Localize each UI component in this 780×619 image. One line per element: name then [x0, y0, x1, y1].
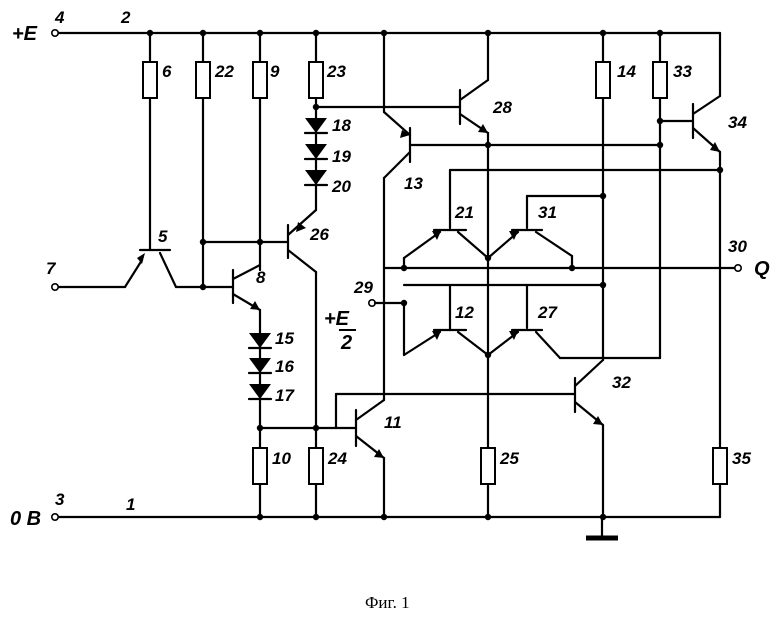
transistor-12 [404, 285, 488, 355]
ground-label: 0 B [10, 508, 41, 530]
ref-16: 16 [275, 357, 294, 376]
ref-23: 23 [326, 62, 346, 81]
ref-24: 24 [327, 449, 347, 468]
ref-20: 20 [331, 177, 351, 196]
transistor-21 [404, 230, 488, 268]
ref-12: 12 [455, 303, 474, 322]
ref-26: 26 [309, 225, 329, 244]
ref-30: 30 [728, 237, 747, 256]
ref-22: 22 [214, 62, 234, 81]
ref-31: 31 [538, 203, 557, 222]
resistor-10 [253, 428, 267, 517]
ref-7: 7 [46, 259, 57, 278]
ground-terminal [52, 514, 58, 520]
diodes-15-16-17 [249, 330, 271, 428]
resistor-9 [253, 33, 267, 270]
ref-10: 10 [272, 449, 291, 468]
ref-15: 15 [275, 329, 294, 348]
ref-5: 5 [158, 227, 168, 246]
half-supply-label-top: +E [324, 308, 350, 330]
ref-29: 29 [353, 278, 373, 297]
input-terminal [52, 284, 58, 290]
transistor-27 [488, 330, 660, 358]
supply-terminal [52, 30, 58, 36]
supply-rail [58, 33, 720, 52]
resistor-22 [196, 33, 210, 287]
ref-27: 27 [537, 303, 558, 322]
ref-28: 28 [492, 98, 512, 117]
resistor-24 [309, 272, 323, 517]
ref-13: 13 [404, 174, 423, 193]
ref-9: 9 [270, 62, 280, 81]
figure-caption: Фиг. 1 [365, 593, 410, 612]
ref-6: 6 [162, 62, 172, 81]
ref-8: 8 [256, 268, 266, 287]
resistor-6 [143, 33, 157, 250]
ref-34: 34 [728, 113, 747, 132]
supply-label: +E [12, 23, 38, 45]
ref-2: 2 [120, 8, 131, 27]
ref-11: 11 [384, 413, 402, 432]
transistor-5 [58, 250, 233, 287]
ref-3: 3 [55, 490, 65, 509]
resistor-23 [309, 33, 323, 113]
ref-18: 18 [332, 116, 351, 135]
ref-33: 33 [673, 62, 692, 81]
transistor-32 [575, 360, 603, 517]
transistor-13 [384, 33, 660, 400]
resistor-35 [713, 152, 727, 517]
ref-32: 32 [612, 373, 631, 392]
ref-21: 21 [454, 203, 474, 222]
ref-25: 25 [499, 449, 519, 468]
ground-rail [58, 517, 720, 538]
ref-35: 35 [732, 449, 751, 468]
ref-4: 4 [54, 8, 65, 27]
resistor-25 [481, 133, 495, 517]
transistor-31 [488, 230, 572, 268]
transistor-11 [260, 394, 575, 517]
ref-14: 14 [617, 62, 636, 81]
output-terminal [735, 265, 741, 271]
ref-19: 19 [332, 147, 351, 166]
half-supply-label-bottom: 2 [340, 332, 352, 354]
bus-wiring [384, 170, 720, 355]
resistor-33 [653, 33, 667, 358]
diodes-18-19-20 [305, 113, 327, 210]
output-label: Q [754, 258, 770, 280]
ref-17: 17 [275, 386, 295, 405]
ref-1: 1 [126, 495, 135, 514]
